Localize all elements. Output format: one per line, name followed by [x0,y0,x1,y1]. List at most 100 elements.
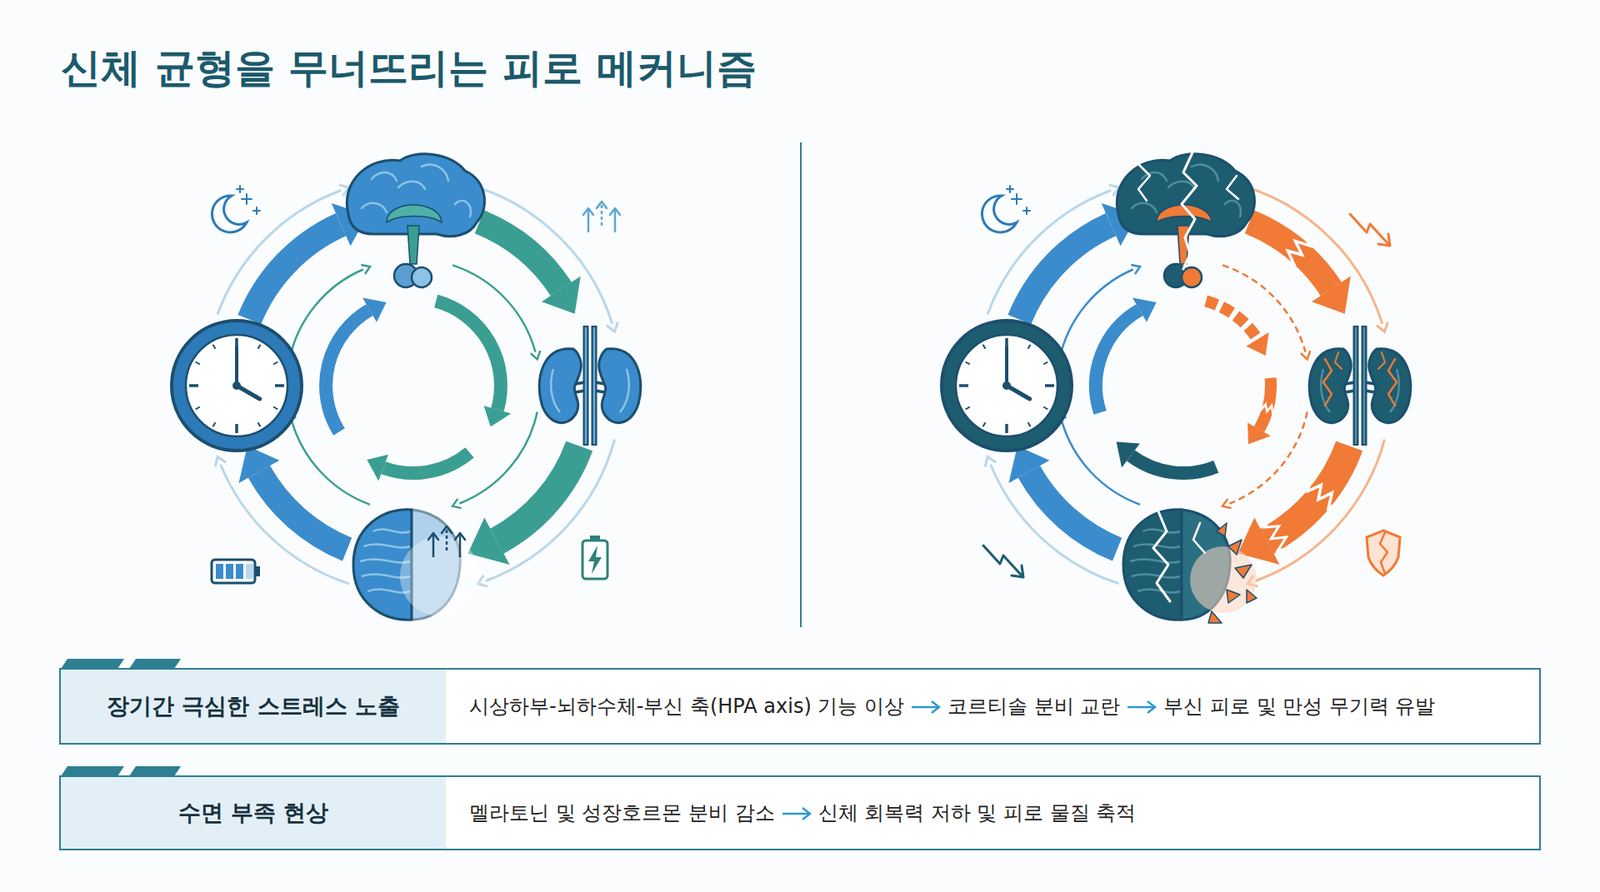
battery-bar [215,564,224,580]
brain-fold [1225,200,1241,217]
brain-fold [1191,165,1219,181]
kidney-shape [599,349,641,424]
arrow-head [1378,234,1390,246]
star [1006,185,1014,193]
arrow-head [366,455,389,482]
battery-body [582,540,608,580]
outer-arrow [259,471,348,550]
flow-step: 멜라토닌 및 성장호르몬 분비 감소 [469,801,775,825]
arrow-head [1247,423,1271,445]
kidney [595,349,641,424]
thin-ring [1229,412,1307,505]
clock-tick [983,345,986,350]
flow-arrow-shaft [1127,705,1155,709]
crack-line [1388,359,1397,406]
band-body-area: 멜라토닌 및 성장호르몬 분비 감소신체 회복력 저하 및 피로 물질 축적 [445,777,1540,850]
battery-cap [255,566,260,577]
clock-icon [171,320,302,451]
glow [1190,546,1257,614]
star [1011,194,1022,205]
clock-tick [1045,384,1055,388]
arrow-head [362,297,387,322]
great-vessel-inner [593,327,596,445]
pituitary-stalk [407,225,420,265]
clock-tick [273,407,278,410]
band-tab [60,766,125,777]
clock-tick [1043,362,1048,365]
battery-icon [582,535,608,580]
band-heading: 장기간 극심한 스트레스 노출 [106,691,400,722]
divider-line [800,142,802,628]
crack-line [1323,359,1332,406]
battery-icon [211,560,260,584]
arrow-head [1222,499,1232,509]
decline-line [983,545,1022,576]
moon-icon [981,185,1030,233]
arrow-head [455,533,465,540]
brain-fold [371,172,397,181]
arrow-head [1011,565,1024,578]
clock-icon [941,320,1072,451]
arrow-head [484,405,512,427]
star [241,194,252,205]
crack-line [1335,352,1342,370]
outer-arrow [496,446,580,542]
clock-center [1002,381,1011,390]
battery-body [211,560,255,584]
fragment [1235,565,1252,579]
up-arrow [614,209,617,233]
clock-face [185,335,288,437]
flow-arrow [909,698,943,717]
crack-line [1153,511,1170,602]
band-heading: 수면 부족 현상 [178,798,330,829]
crack-line [1260,403,1278,414]
arrow-head [606,322,618,333]
band-tab [129,766,181,777]
arrow-head [1376,322,1388,333]
fragment [1216,523,1227,537]
clock-tick [273,362,278,365]
brain-fold [1168,181,1195,190]
glow [400,536,480,617]
flow-arrow-head [802,808,810,820]
battery-bar [225,564,234,580]
kidney [1309,349,1355,424]
clock-center [232,381,241,390]
clock-tick [235,424,239,434]
fragment [1246,590,1257,604]
kidney-detail [620,369,630,413]
up-arrow [587,209,590,233]
up-arrow [600,202,604,226]
kidney-shape [539,349,581,424]
clock-tick [965,362,970,365]
battery-bar [235,564,244,580]
arrow-head [452,499,462,509]
inner-arrow [1095,310,1140,413]
inner-arrow [1205,301,1258,340]
band-tab [60,659,125,670]
broken-shield [1366,530,1400,576]
clock-tick [1043,407,1048,410]
lower-brain-fold [1142,529,1180,533]
clock-tick [965,407,970,410]
outer-arrow [1029,471,1118,550]
crack-line [1380,532,1388,575]
brain-fold [361,203,387,213]
arrow-head [1300,350,1311,360]
clock-tick [1028,345,1031,350]
kidney [1365,349,1411,424]
kidney-detail [550,369,560,413]
brain-fold [1131,203,1157,213]
arrow-head [360,265,370,275]
great-vessel [1353,325,1360,446]
clock-tick [275,384,285,388]
brain-fold [421,165,449,181]
flow-arrow [780,805,814,824]
clock-hand [1005,347,1009,386]
kidney-shape [1369,349,1411,424]
crack-line [1193,523,1205,554]
flow-arrow [1125,698,1159,717]
arrow-head [530,350,541,360]
band-tab [129,659,181,670]
